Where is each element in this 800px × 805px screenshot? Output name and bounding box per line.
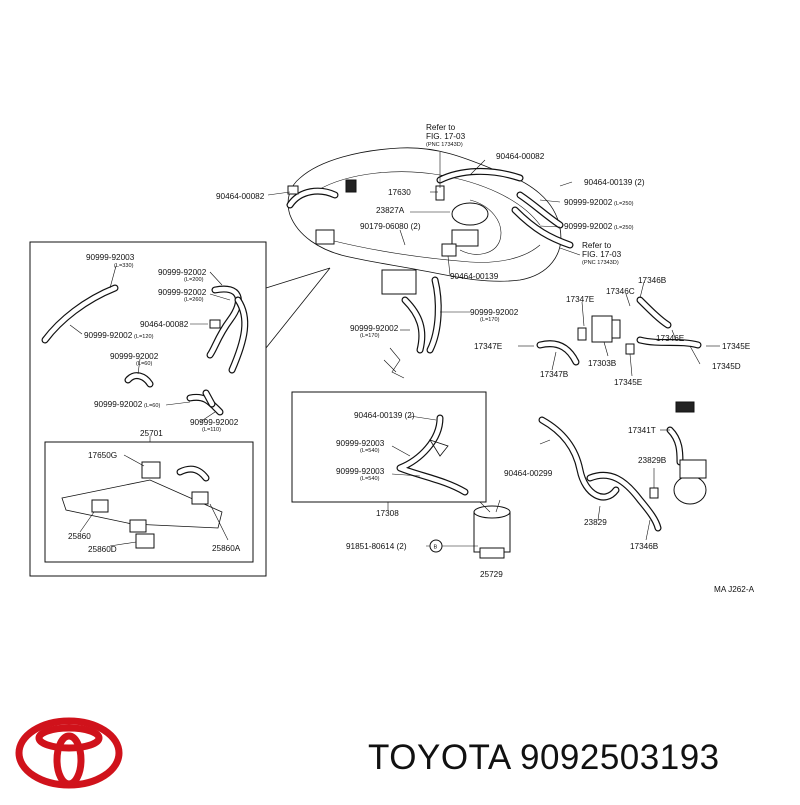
- label-90999-92002-l250-a: 90999-92002: [564, 198, 613, 207]
- label-refer-to-2: Refer to: [582, 241, 612, 250]
- label-90464-00082-left: 90464-00082: [216, 192, 265, 201]
- label-91851-80614: 91851-80614 (2): [346, 542, 407, 551]
- label-90999-92002-l60-b: 90999-92002: [94, 400, 143, 409]
- brand-name: TOYOTA: [368, 738, 510, 777]
- label-25860: 25860: [68, 532, 91, 541]
- vsv-assembly: [518, 281, 720, 377]
- label-90999-92003-l540-b: 90999-92003: [336, 467, 385, 476]
- label-90999-92002-l60-a: 90999-92002: [110, 352, 159, 361]
- inset-hose-kit: [29, 241, 331, 577]
- label-90464-00082-inset: 90464-00082: [140, 320, 189, 329]
- inset-17308: [291, 391, 511, 559]
- label-l250-b: (L=250): [614, 225, 634, 231]
- label-17345e-bottom: 17345E: [614, 378, 643, 387]
- label-90464-00139-2-mid: 90464-00139 (2): [354, 411, 415, 420]
- label-25860a: 25860A: [212, 544, 241, 553]
- callout-labels: Refer to FIG. 17-03 (PNC 17343D) 90464-0…: [68, 123, 755, 594]
- label-17347e: 17347E: [566, 295, 595, 304]
- vacuum-hose-assembly: [538, 401, 707, 541]
- label-l250-a: (L=250): [614, 201, 634, 207]
- label-l330: (L=330): [114, 263, 134, 269]
- label-refer-pnc-2: (PNC 17343D): [582, 260, 619, 266]
- label-23827a: 23827A: [376, 206, 405, 215]
- label-90999-92002-l170-a: 90999-92002: [470, 308, 519, 317]
- label-90999-92002-l200: 90999-92002: [158, 268, 207, 277]
- label-17346b-top: 17346B: [638, 276, 667, 285]
- label-17346e: 17346E: [656, 334, 685, 343]
- label-90999-92003-l540-a: 90999-92003: [336, 439, 385, 448]
- label-17630: 17630: [388, 188, 411, 197]
- label-refer-fig-1: FIG. 17-03: [426, 132, 466, 141]
- label-l60-b: (L=60): [144, 403, 160, 409]
- brand-line: TOYOTA 9092503193: [368, 738, 720, 778]
- toyota-logo-icon: [14, 716, 124, 795]
- label-17347e-left: 17347E: [474, 342, 503, 351]
- label-circle-b: B: [434, 545, 438, 551]
- label-l200: (L=200): [184, 277, 204, 283]
- label-l540-b: (L=540): [360, 476, 380, 482]
- engine-assembly: [286, 147, 574, 379]
- label-17346b-bottom: 17346B: [630, 542, 659, 551]
- label-l110: (L=110): [202, 427, 221, 433]
- label-17341t: 17341T: [628, 426, 656, 435]
- leader-lines-top: [267, 152, 581, 331]
- label-25701: 25701: [140, 429, 163, 438]
- label-17308: 17308: [376, 509, 399, 518]
- label-90999-92002-l120: 90999-92002: [84, 331, 133, 340]
- label-l260: (L=260): [184, 297, 204, 303]
- label-l60-a: (L=60): [136, 361, 152, 367]
- label-90999-92002-l110: 90999-92002: [190, 418, 239, 427]
- part-number: 9092503193: [519, 738, 720, 777]
- callout-circle-b: [429, 539, 443, 553]
- label-17345e: 17345E: [722, 342, 751, 351]
- label-l120: (L=120): [134, 334, 154, 340]
- label-90464-00139-2-top: 90464-00139 (2): [584, 178, 645, 187]
- label-23829: 23829: [584, 518, 607, 527]
- label-l170-a: (L=170): [480, 317, 500, 323]
- label-90999-92002-l260: 90999-92002: [158, 288, 207, 297]
- label-17303b: 17303B: [588, 359, 617, 368]
- label-refer-to-1: Refer to: [426, 123, 456, 132]
- label-90999-92002-l170-b: 90999-92002: [350, 324, 399, 333]
- label-90464-00082-top: 90464-00082: [496, 152, 545, 161]
- label-refer-pnc-1: (PNC 17343D): [426, 142, 463, 148]
- label-23829b: 23829B: [638, 456, 667, 465]
- label-90999-92003-l330: 90999-92003: [86, 253, 135, 262]
- label-l170-b: (L=170): [360, 333, 380, 339]
- label-17346c: 17346C: [606, 287, 635, 296]
- label-25860d: 25860D: [88, 545, 117, 554]
- label-90464-00139-mid: 90464-00139: [450, 272, 499, 281]
- label-l540-a: (L=540): [360, 448, 380, 454]
- label-17345d: 17345D: [712, 362, 741, 371]
- label-diagram-code: MA J262-A: [714, 585, 755, 594]
- label-90999-92002-l250-b: 90999-92002: [564, 222, 613, 231]
- label-90179-06080: 90179-06080 (2): [360, 222, 421, 231]
- label-90464-00299: 90464-00299: [504, 469, 553, 478]
- label-17650g: 17650G: [88, 451, 117, 460]
- label-17347b: 17347B: [540, 370, 569, 379]
- label-refer-fig-2: FIG. 17-03: [582, 250, 622, 259]
- label-25729: 25729: [480, 570, 503, 579]
